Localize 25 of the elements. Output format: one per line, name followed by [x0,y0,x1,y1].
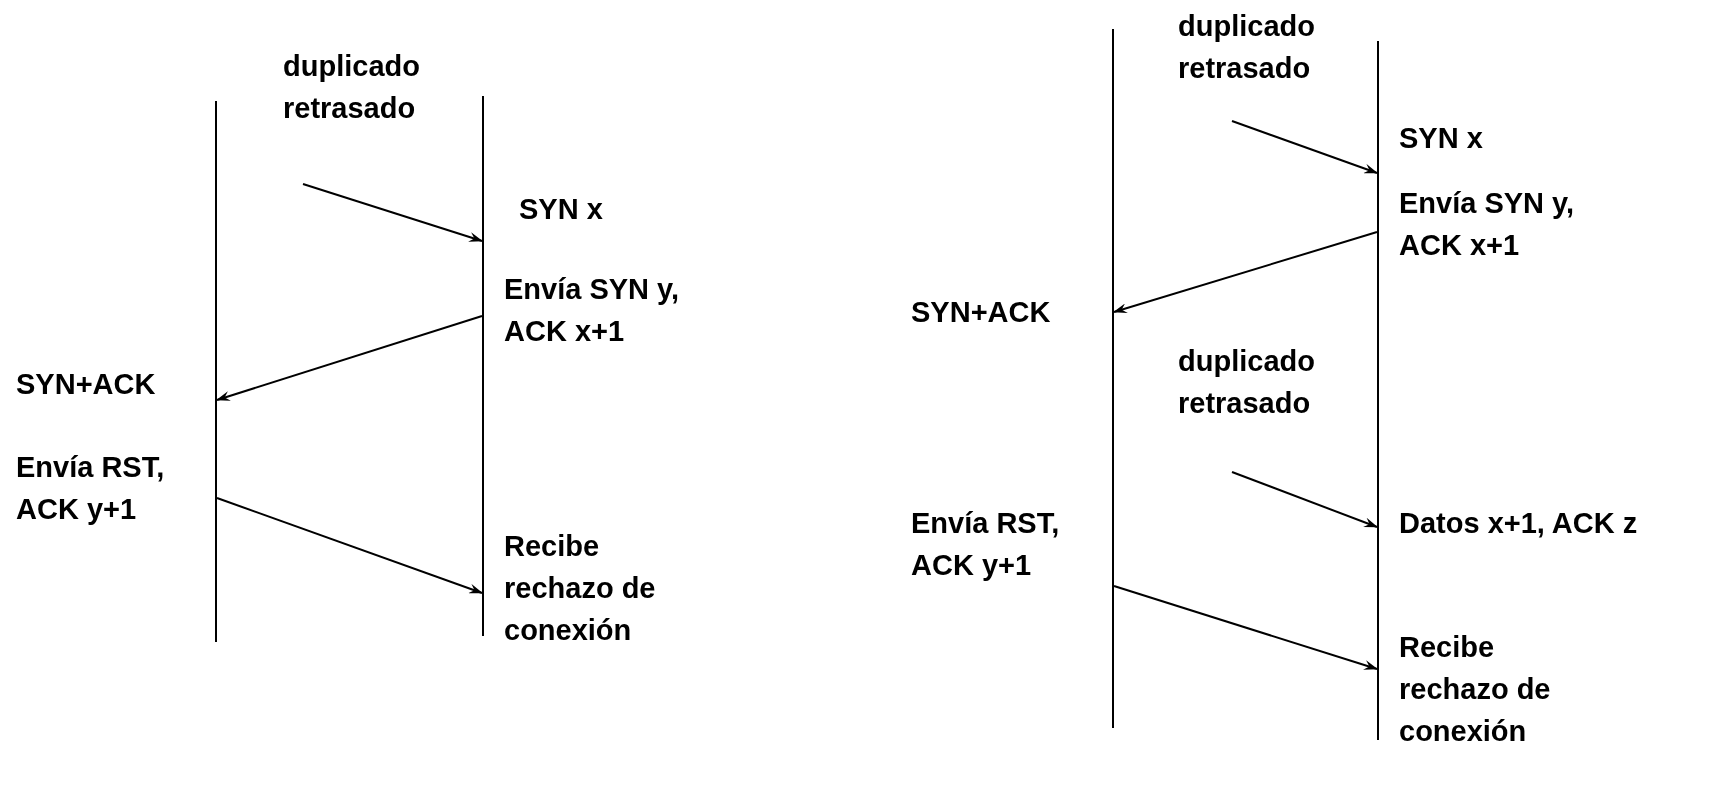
message-label: Envía RST, ACK y+1 [911,506,1061,583]
message-label: SYN x [1399,121,1483,156]
message-label: SYN x [519,192,603,227]
message-label: Recibe rechazo de conexión [1399,630,1552,749]
arrow [302,183,483,242]
message-label: duplicado retrasado [1178,344,1316,421]
message-label: Envía SYN y, ACK x+1 [504,272,681,349]
arrow [216,497,483,594]
lifeline [215,101,217,642]
lifeline [1112,29,1114,728]
message-label: Recibe rechazo de conexión [504,529,657,648]
arrow [1231,120,1378,174]
arrow [1113,231,1378,313]
arrow [1113,585,1378,670]
arrow [216,315,483,401]
lifeline [1377,41,1379,740]
message-label: SYN+ACK [16,367,156,402]
arrow [1231,471,1378,528]
message-label: Envía SYN y, ACK x+1 [1399,186,1576,263]
message-label: duplicado retrasado [283,49,421,126]
message-label: Envía RST, ACK y+1 [16,450,166,527]
message-label: SYN+ACK [911,295,1051,330]
message-label: Datos x+1, ACK z [1399,506,1638,541]
lifeline [482,96,484,636]
message-label: duplicado retrasado [1178,9,1316,86]
